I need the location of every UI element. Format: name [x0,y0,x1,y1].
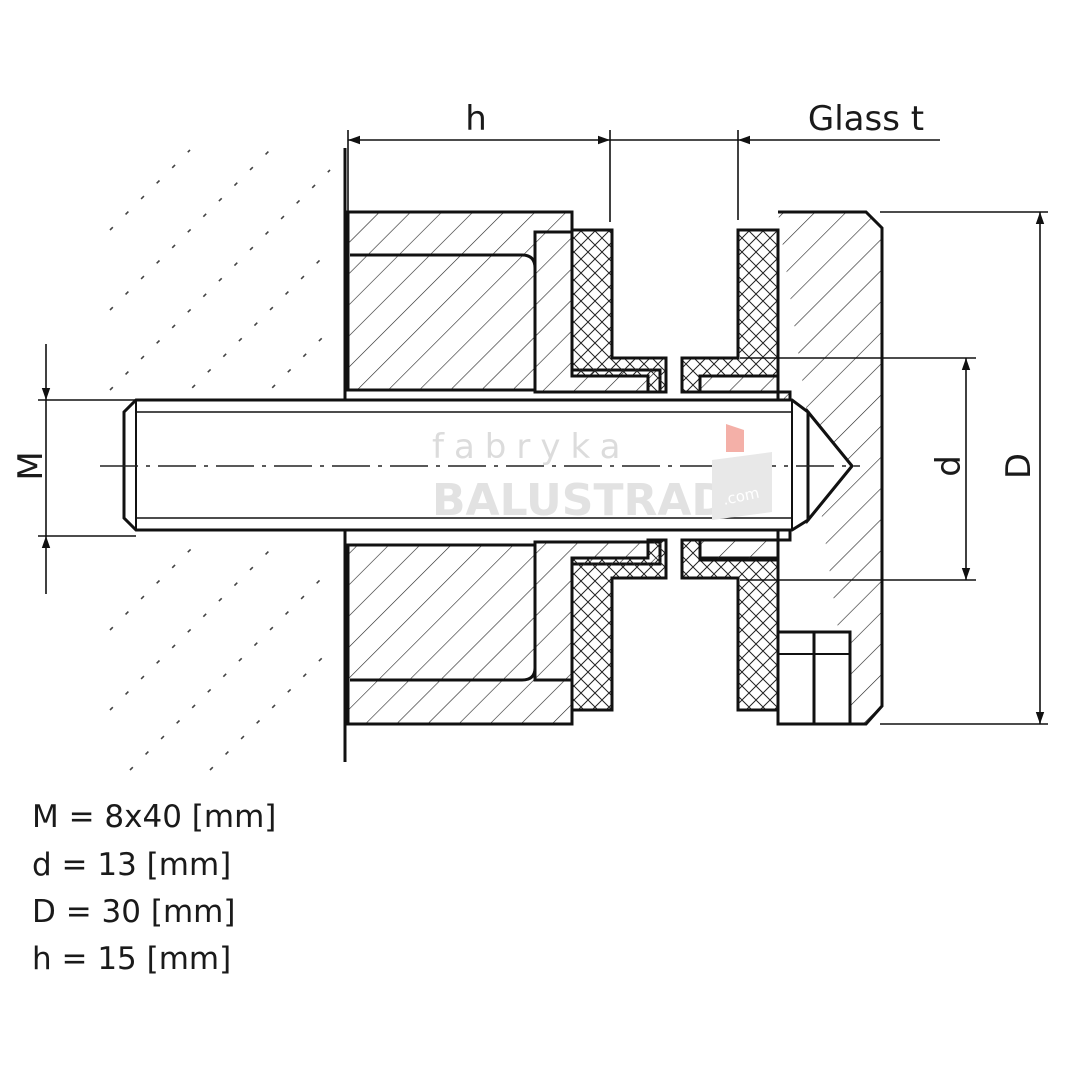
dimension-M-label: M [11,451,51,480]
dimension-h-label: h [465,99,487,139]
dimension-d-label: d [929,455,969,477]
spec-M: M = 8x40 [mm] [32,799,277,835]
mount-body [346,210,662,726]
dimension-M [38,344,136,594]
watermark-line1: fabryka [432,427,630,467]
dimension-d [740,357,976,581]
watermark: fabryka BALUSTRAD .com [432,424,772,526]
left-gasket [570,228,668,712]
dimension-glass-thickness [610,130,940,220]
threaded-rod [100,398,860,532]
dimension-D [880,211,1048,725]
spec-h: h = 15 [mm] [32,941,232,977]
watermark-line2: BALUSTRAD [432,475,728,526]
dimension-h [347,130,611,222]
spec-d: d = 13 [mm] [32,847,232,883]
dimension-D-label: D [999,453,1039,479]
dimension-glass-t-label: Glass t [808,99,924,139]
watermark-logo-icon [712,452,772,520]
spec-D: D = 30 [mm] [32,894,236,930]
